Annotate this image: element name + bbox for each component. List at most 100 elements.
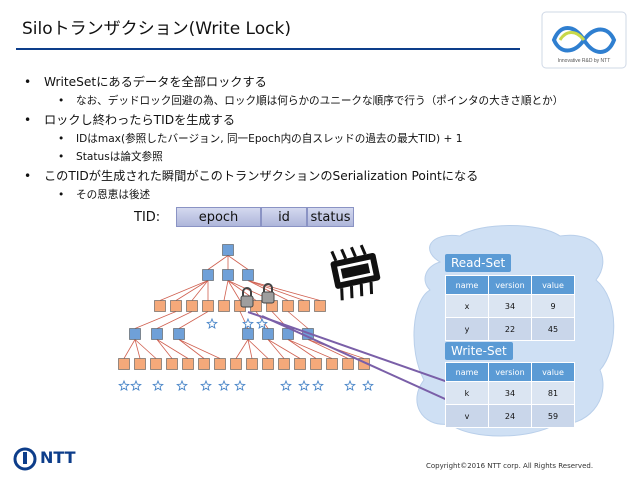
tree-leaf-node — [310, 358, 322, 370]
write-set-header-version: version — [488, 362, 532, 382]
record-star-icon — [344, 379, 356, 391]
bullet-2-1: IDはmax(参照したバージョン, 同一Epoch内の自スレッドの過去の最大TI… — [16, 130, 626, 148]
tree-inner-node — [242, 328, 254, 340]
tree-edge — [207, 255, 229, 270]
record-star-icon — [280, 379, 292, 391]
record-star-icon — [234, 379, 246, 391]
tree-edge — [178, 311, 209, 329]
logo-text: Innovative R&D by NTT — [558, 58, 611, 64]
tree-edge — [235, 339, 249, 359]
tree-edge — [156, 339, 189, 359]
padlock-icon-2 — [261, 283, 275, 304]
tree-edge — [247, 280, 289, 301]
bullet-1: WriteSetにあるデータを全部ロックする — [16, 72, 626, 92]
tree-edge — [123, 339, 136, 359]
record-star-icon — [206, 317, 218, 329]
title-underline — [16, 48, 520, 50]
tree-edge — [134, 339, 157, 359]
tree-leaf-node — [170, 300, 182, 312]
slide-title: Siloトランザクション(Write Lock) — [22, 19, 291, 39]
bullet-3: このTIDが生成された瞬間がこのトランザクションのSerialization P… — [16, 166, 626, 186]
tid-label: TID: — [134, 210, 161, 225]
innovative-rd-logo: Innovative R&D by NTT — [541, 11, 627, 69]
tree-leaf-node — [342, 358, 354, 370]
bullet-2-2: Statusは論文参照 — [16, 148, 626, 166]
tree-leaf-node — [214, 358, 226, 370]
tree-leaf-node — [134, 358, 146, 370]
tree-edge — [287, 339, 333, 359]
tree-edge — [307, 339, 349, 359]
read-set-header-version: version — [488, 275, 532, 295]
tid-epoch-segment: epoch — [176, 207, 261, 227]
record-star-icon — [152, 379, 164, 391]
bullet-1-1: なお、デッドロック回避の為、ロック順は何らかのユニークな順序で行う（ポインタの大… — [16, 92, 626, 110]
tree-edge — [134, 339, 141, 359]
write-set-header-value: value — [531, 362, 575, 382]
read-set-header-name: name — [445, 275, 489, 295]
bullet-list: WriteSetにあるデータを全部ロックする なお、デッドロック回避の為、ロック… — [16, 72, 626, 204]
tree-edge — [267, 339, 301, 359]
tree-inner-node — [222, 269, 234, 281]
tree-edge — [223, 280, 229, 301]
padlock-icon-1 — [240, 287, 254, 308]
tree-edge — [247, 280, 305, 301]
tree-leaf-node — [198, 358, 210, 370]
tree-leaf-node — [154, 300, 166, 312]
ntt-wordmark: NTT — [40, 448, 76, 467]
ntt-logo-icon — [13, 447, 37, 471]
tree-leaf-node — [118, 358, 130, 370]
tree-leaf-node — [282, 300, 294, 312]
tree-root-node — [222, 244, 234, 256]
tree-leaf-node — [326, 358, 338, 370]
tree-edge — [175, 280, 209, 301]
record-star-icon — [298, 379, 310, 391]
tid-status-segment: status — [307, 207, 354, 227]
tree-inner-node — [242, 269, 254, 281]
tree-edge — [227, 280, 241, 301]
tree-leaf-node — [150, 358, 162, 370]
copyright-text: Copyright©2016 NTT corp. All Rights Rese… — [426, 462, 594, 470]
tree-edge — [159, 280, 209, 301]
tree-leaf-node — [262, 358, 274, 370]
tree-edge — [247, 280, 321, 301]
bullet-3-1: その恩恵は後述 — [16, 186, 626, 204]
tree-leaf-node — [182, 358, 194, 370]
read-set-header-value: value — [531, 275, 575, 295]
record-star-icon — [130, 379, 142, 391]
tree-leaf-node — [186, 300, 198, 312]
record-star-icon — [200, 379, 212, 391]
tree-edge — [247, 339, 253, 359]
write-lock-arrows — [247, 311, 466, 409]
tree-inner-node — [173, 328, 185, 340]
write-set-label: Write-Set — [445, 342, 513, 360]
record-star-icon — [312, 379, 324, 391]
read-set-label: Read-Set — [445, 254, 512, 272]
record-star-icon — [118, 379, 130, 391]
tree-inner-node — [262, 328, 274, 340]
tree-leaf-node — [166, 358, 178, 370]
tree-leaf-node — [230, 358, 242, 370]
bullet-2: ロックし終わったらTIDを生成する — [16, 110, 626, 130]
tree-edge — [156, 339, 173, 359]
tree-edge — [191, 280, 209, 301]
tree-edge — [287, 339, 317, 359]
tree-inner-node — [129, 328, 141, 340]
tree-leaf-node — [314, 300, 326, 312]
record-star-icon — [176, 379, 188, 391]
write-set-header-name: name — [445, 362, 489, 382]
tree-edge — [267, 339, 285, 359]
tree-edge — [247, 339, 269, 359]
cpu-chip-icon — [330, 244, 381, 301]
tree-edge — [287, 311, 309, 329]
tree-edge — [178, 339, 221, 359]
record-star-icon — [218, 379, 230, 391]
tree-leaf-node — [294, 358, 306, 370]
record-star-icon — [362, 379, 374, 391]
tree-edge — [178, 339, 205, 359]
